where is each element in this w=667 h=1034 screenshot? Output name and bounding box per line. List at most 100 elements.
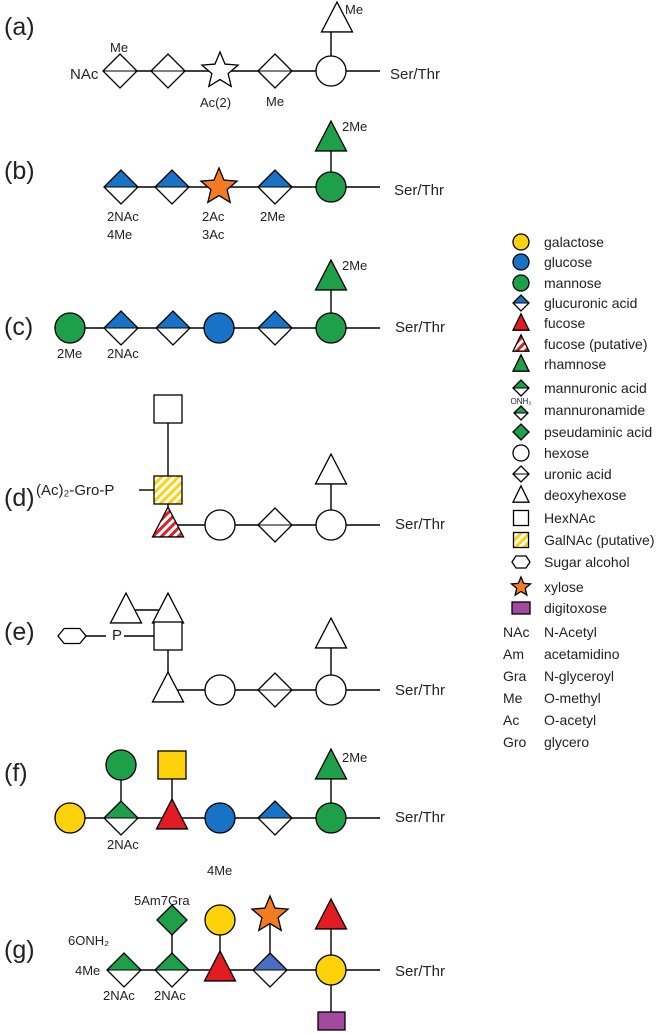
ser-thr-label-a: Ser/Thr	[390, 66, 440, 83]
diamond-bottom-half	[103, 71, 137, 88]
glucuronic-acid-diamond-b2	[154, 169, 190, 205]
hexnac-square-e	[153, 621, 183, 651]
diamond-top-half	[107, 953, 141, 970]
diamond-top-half	[104, 801, 138, 818]
annotation-2nac-f: 2NAc	[107, 837, 139, 852]
diamond-bottom-half	[258, 328, 292, 345]
diamond-bottom-half	[253, 970, 287, 987]
mannuronamide-icon-label: ONH₂	[511, 397, 532, 406]
xylose-star-b	[199, 166, 239, 204]
fucose-putative-triangle-d	[151, 505, 185, 538]
diamond-top-half	[258, 170, 292, 187]
diamond-bottom-half	[107, 970, 141, 987]
mannuronic-acid-diamond-g	[154, 952, 190, 988]
legend-label: fucose (putative)	[544, 336, 648, 352]
deoxyhexose-triangle-e3	[151, 670, 185, 703]
legend-abbreviation: Me	[503, 690, 523, 706]
ser-thr-label-b: Ser/Thr	[394, 182, 444, 199]
uronic-acid-diamond-d	[257, 507, 293, 543]
legend-label: glucose	[544, 254, 592, 270]
mannuronamide-diamond-g	[106, 952, 142, 988]
ser-thr-label-e: Ser/Thr	[395, 682, 445, 699]
fucose-icon	[511, 312, 531, 331]
legend-abbreviation-meaning: glycero	[544, 734, 589, 750]
legend-label: xylose	[544, 579, 584, 595]
hexose-circle-d1	[204, 509, 236, 541]
diamond-bottom-half	[258, 71, 292, 88]
ser-thr-label-c: Ser/Thr	[395, 319, 445, 336]
legend-label: mannose	[544, 275, 602, 291]
mannose-icon	[512, 274, 530, 292]
xylose-star-a	[200, 50, 240, 88]
diamond-bottom-half	[258, 187, 292, 204]
annotation-2nac-g2: 2NAc	[154, 988, 186, 1003]
hexose-circle-a	[315, 55, 347, 87]
deoxyhexose-triangle-e2	[151, 591, 185, 624]
galactose-circle-g1	[204, 904, 236, 936]
diamond-outline	[512, 423, 530, 441]
diamond-top-half	[104, 170, 138, 187]
diamond-bottom-half	[513, 432, 529, 440]
glycan-graphics	[54, 0, 380, 1031]
diamond-bottom-half	[258, 525, 292, 542]
diamond-bottom-half	[514, 413, 528, 420]
glucose-circle-c	[203, 312, 235, 344]
ser-thr-label-f: Ser/Thr	[395, 809, 445, 826]
diamond-outline	[156, 904, 188, 936]
diamond-bottom-half	[258, 690, 292, 707]
diamond-top-half	[156, 311, 190, 328]
mannuronic-acid-icon	[512, 379, 530, 397]
uronic-acid-diamond-e	[257, 672, 293, 708]
annotation-2me-b1: 2Me	[260, 209, 285, 224]
glucuronic-acid-diamond-c2	[155, 310, 191, 346]
legend-label: fucose	[544, 315, 585, 331]
diamond-top-half	[155, 953, 189, 970]
mannuronamide-icon	[513, 405, 529, 421]
annotation-ac2-a: Ac(2)	[200, 95, 231, 110]
pseudaminic-acid-diamond-g	[156, 904, 188, 936]
diamond-top-half	[258, 801, 292, 818]
glucuronic-acid-diamond-c3	[257, 310, 293, 346]
glucose-circle-f	[204, 802, 236, 834]
diamond-bottom-half	[157, 920, 187, 935]
galnac-putative-icon	[512, 531, 530, 549]
diamond-top-half	[253, 953, 287, 970]
diamond-top-half	[258, 54, 292, 71]
hexnac-square-d	[153, 394, 183, 424]
mannose-circle-b	[315, 171, 347, 203]
legend-label: digitoxose	[544, 600, 607, 616]
fucose-triangle-g	[314, 897, 348, 930]
legend-label: pseudaminic acid	[544, 424, 652, 440]
legend-abbreviation: NAc	[503, 624, 529, 640]
legend-abbreviation-meaning: O-acetyl	[544, 712, 596, 728]
hexose-icon	[512, 444, 530, 462]
diamond-top-half	[258, 508, 292, 525]
glucuronic-acid-diamond-b3	[257, 169, 293, 205]
diamond-bottom-half	[151, 71, 185, 88]
galactose-icon	[512, 233, 530, 251]
annotation-3ac-b: 3Ac	[202, 227, 225, 242]
ser-thr-label-d: Ser/Thr	[395, 516, 445, 533]
annotation-4me-b: 4Me	[107, 227, 132, 242]
deoxyhexose-icon	[511, 484, 531, 503]
annotation-2me-b2: 2Me	[342, 119, 367, 134]
panel-label-b: (b)	[4, 157, 35, 185]
legend-label: galactose	[544, 234, 604, 250]
annotation-6onh2-g: 6ONH₂	[68, 933, 109, 948]
legend-abbreviation-meaning: N-glyceroyl	[544, 668, 614, 684]
fucose-triangle-g2	[203, 949, 237, 982]
legend-label: mannuronamide	[544, 402, 645, 418]
diamond-top-half	[155, 170, 189, 187]
uronic-acid-diamond-a2	[150, 53, 186, 89]
panel-label-e: (e)	[4, 618, 35, 646]
glucose-icon	[512, 253, 530, 271]
diamond-top-half	[513, 295, 529, 303]
diamond-top-half	[104, 311, 138, 328]
annotation-me-a2: Me	[266, 94, 284, 109]
legend-label: deoxyhexose	[544, 487, 627, 503]
ser-thr-label-g: Ser/Thr	[395, 963, 445, 980]
xylose-star-g	[250, 894, 290, 932]
legend-abbreviation: Ac	[503, 712, 519, 728]
